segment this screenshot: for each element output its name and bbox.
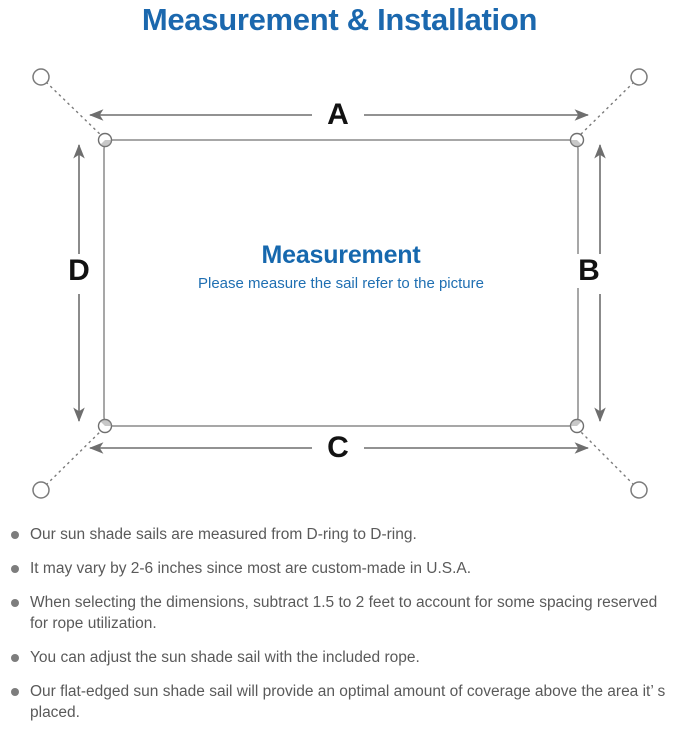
bullet-icon: [11, 688, 19, 696]
note-item: When selecting the dimensions, subtract …: [0, 592, 679, 634]
dimension-label-c: C: [317, 431, 359, 465]
note-text: Our flat-edged sun shade sail will provi…: [30, 683, 666, 721]
sail-caption-title: Measurement: [261, 241, 421, 269]
note-text: It may vary by 2-6 inches since most are…: [30, 560, 472, 577]
note-item: It may vary by 2-6 inches since most are…: [0, 558, 679, 579]
d-ring-shade-br: [570, 419, 582, 426]
d-ring-shade-bl: [100, 419, 112, 426]
note-text: You can adjust the sun shade sail with t…: [30, 649, 420, 666]
bullet-icon: [11, 654, 19, 662]
dimension-label-a: A: [317, 98, 359, 132]
bullet-icon: [11, 565, 19, 573]
anchor-point-circles: [32, 68, 648, 499]
note-text: When selecting the dimensions, subtract …: [30, 594, 658, 632]
note-text: Our sun shade sails are measured from D-…: [30, 526, 417, 543]
d-ring-shade-tl: [100, 140, 112, 147]
rope-top-right: [575, 81, 635, 140]
rope-bottom-right: [575, 426, 635, 486]
bullet-icon: [11, 599, 19, 607]
dimension-label-b: B: [572, 254, 606, 288]
note-item: Our flat-edged sun shade sail will provi…: [0, 681, 679, 723]
measurement-diagram: A B C D Measurement Please measure the s…: [0, 44, 679, 514]
note-item: Our sun shade sails are measured from D-…: [0, 524, 679, 545]
anchor-point-bottom-right: [630, 481, 648, 499]
bullet-icon: [11, 531, 19, 539]
notes-list: Our sun shade sails are measured from D-…: [0, 524, 679, 736]
sail-caption: Measurement Please measure the sail refe…: [104, 240, 578, 296]
d-ring-shade-tr: [570, 140, 582, 147]
anchor-rope-lines: [45, 81, 635, 486]
d-ring-shading: [100, 140, 582, 426]
rope-top-left: [45, 81, 106, 140]
anchor-point-top-left: [32, 68, 50, 86]
anchor-point-bottom-left: [32, 481, 50, 499]
sail-caption-subtitle: Please measure the sail refer to the pic…: [198, 275, 484, 292]
note-item: You can adjust the sun shade sail with t…: [0, 647, 679, 668]
rope-bottom-left: [45, 426, 106, 486]
page-title: Measurement & Installation: [141, 2, 538, 37]
diagram-graphics: [32, 68, 648, 499]
anchor-point-top-right: [630, 68, 648, 86]
dimension-label-d: D: [62, 254, 96, 288]
